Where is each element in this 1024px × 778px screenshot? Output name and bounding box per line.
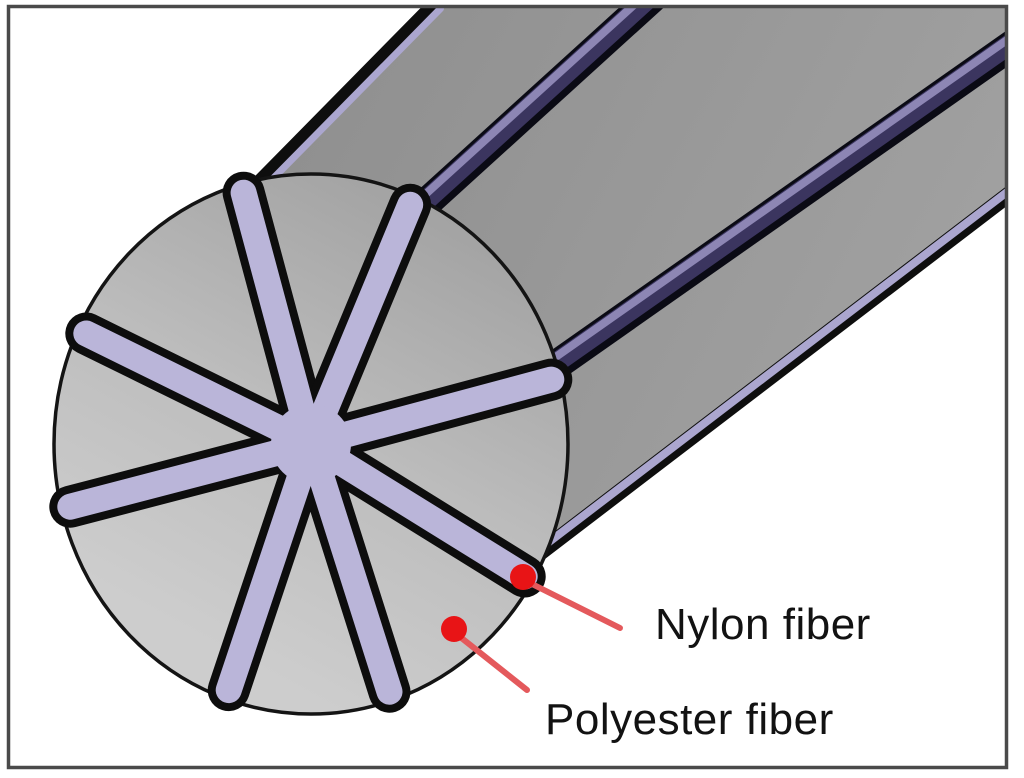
polyester-marker-dot <box>441 616 467 642</box>
nylon-groove-a <box>397 7 664 231</box>
polyester-label: Polyester fiber <box>545 695 834 744</box>
image-frame-border <box>6 4 1009 770</box>
nylon-label: Nylon fiber <box>655 600 871 649</box>
nylon-groove-top-edge <box>235 7 444 207</box>
polyester-leader-line <box>456 633 530 693</box>
nylon-groove-bottom-edge <box>512 186 1006 576</box>
nylon-groove-b <box>513 31 1006 400</box>
annotations: Nylon fiber Polyester fiber <box>441 564 871 744</box>
nylon-leader-line <box>527 580 623 631</box>
nylon-marker-dot <box>510 564 536 590</box>
spoke-fills <box>57 179 565 705</box>
spoke-hub <box>271 404 351 484</box>
nylon-spokes <box>49 171 573 713</box>
